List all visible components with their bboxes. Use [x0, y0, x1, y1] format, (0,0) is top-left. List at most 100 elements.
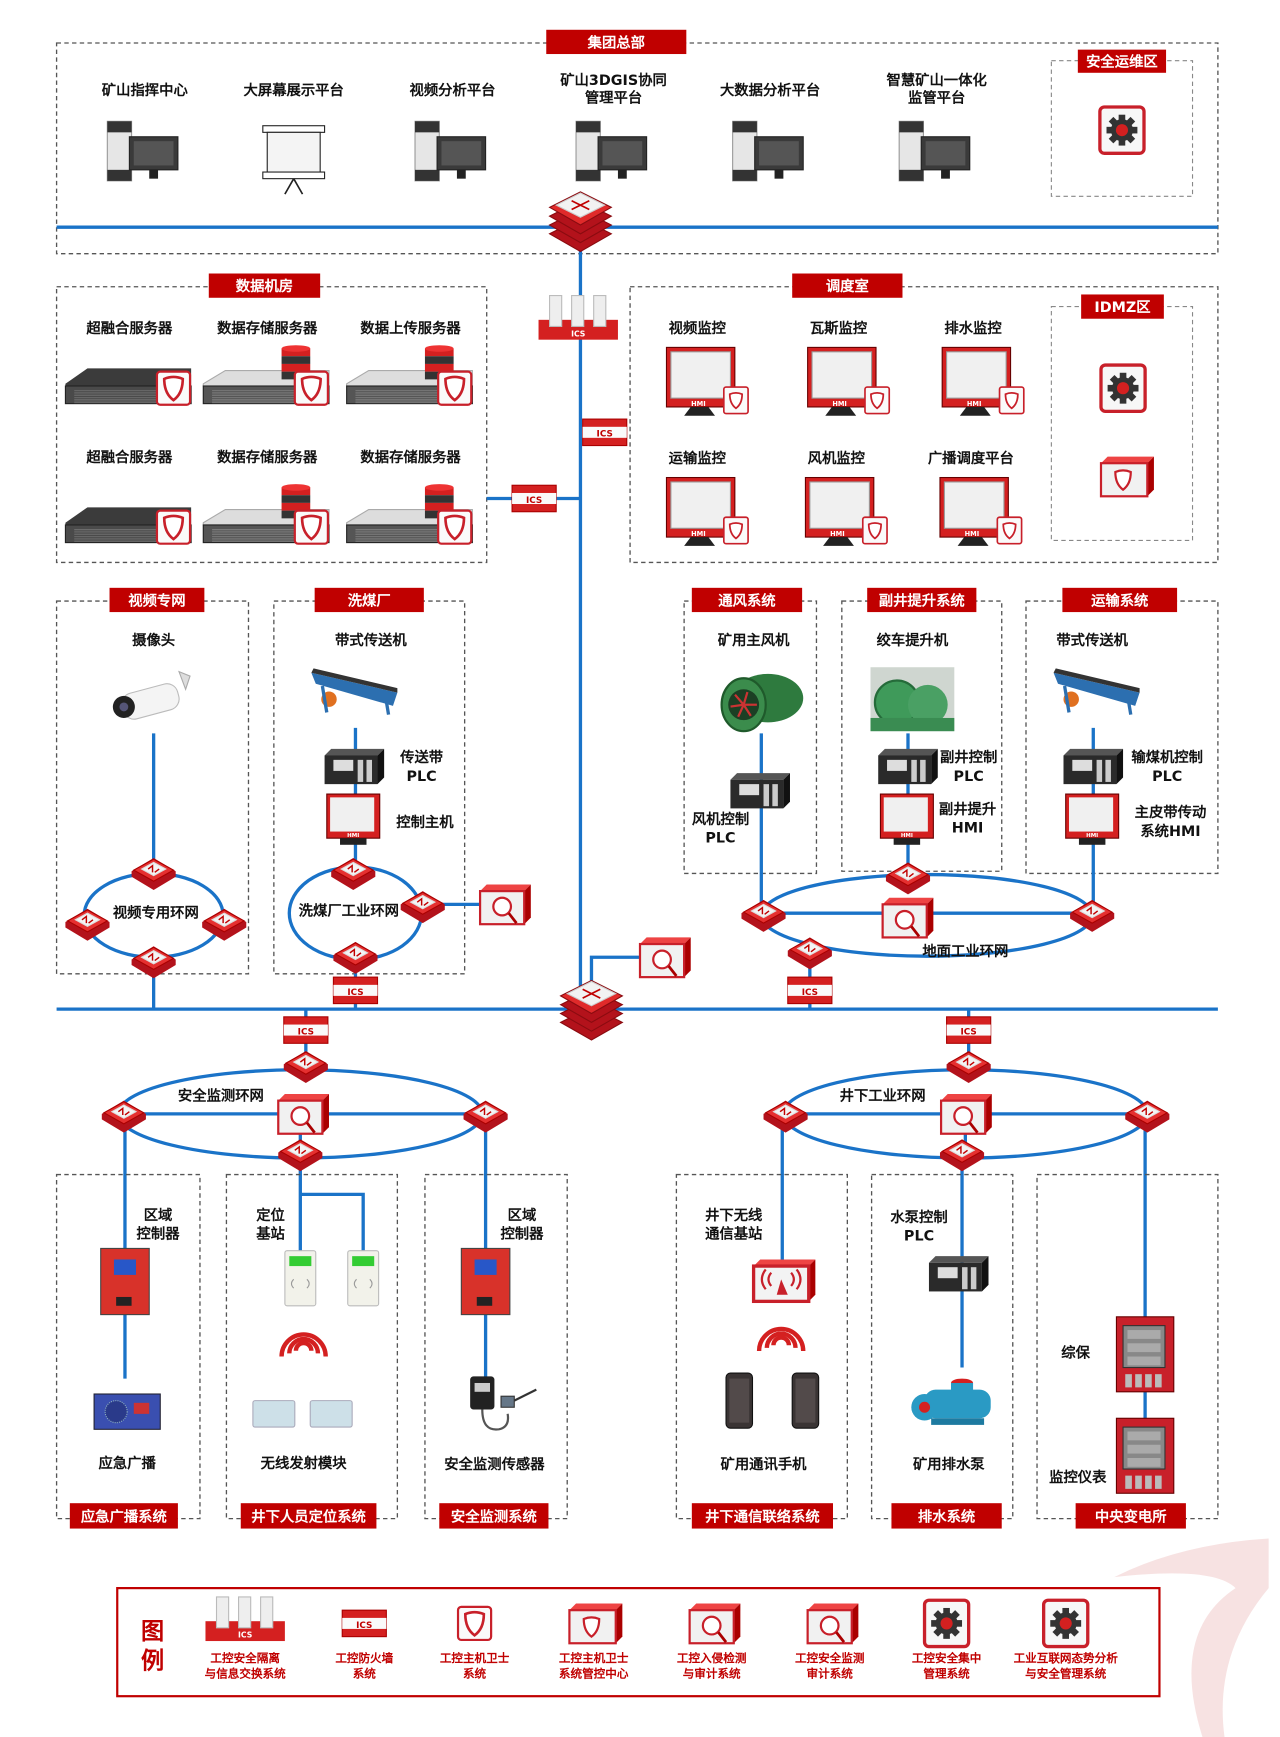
hmi-monitor-icon: HMI: [807, 346, 891, 416]
situation-awareness-icon: [1098, 105, 1146, 155]
control-host-icon: HMI: [326, 793, 381, 845]
legend-label: 与审计系统: [683, 1666, 741, 1680]
hmi-label: HMI: [952, 821, 984, 837]
intrusion-detection-icon: [688, 1603, 741, 1645]
ics-badge: ICS: [961, 1027, 977, 1037]
data-room-tab-text: 数据机房: [236, 277, 293, 295]
monitor-label: 运输监控: [669, 449, 727, 467]
ics-badge: ICS: [802, 988, 818, 998]
mine-phone-icon: [725, 1372, 754, 1429]
broadcast-tab: 应急广播系统: [69, 1503, 178, 1529]
hmi-monitor-icon: HMI: [939, 476, 1023, 546]
plc-label: PLC: [705, 831, 735, 847]
plc-icon: [730, 773, 790, 809]
area-controller-icon: [100, 1247, 150, 1316]
network-link: [300, 1192, 365, 1252]
legend: [116, 1587, 1161, 1698]
legend-label: 工控防火墙: [335, 1651, 393, 1665]
monitor-label: 广播调度平台: [928, 449, 1014, 467]
wireless-signal-icon: [756, 1326, 806, 1352]
wireless-signal-icon: [279, 1332, 328, 1357]
ring-switch-icon: [787, 937, 832, 970]
monitor-label: 排水监控: [944, 319, 1002, 337]
firewall-icon: ICS: [332, 976, 379, 1005]
hmi-monitor-icon: HMI: [665, 346, 749, 416]
hmi-badge: HMI: [1086, 833, 1098, 839]
coal-washing-tab-text: 洗煤厂: [348, 591, 391, 609]
firewall-icon: ICS: [283, 1016, 329, 1044]
server-label: 数据存储服务器: [217, 448, 318, 466]
mine-phone-icon: [791, 1372, 820, 1429]
hmi-monitor-icon: HMI: [665, 476, 749, 546]
ring-switch-icon: [131, 858, 176, 891]
ics-badge: ICS: [347, 988, 363, 998]
hq-item-label: 监管平台: [908, 89, 965, 107]
ring-switch-icon: [939, 1139, 985, 1172]
plc-label: PLC: [407, 769, 437, 785]
hmi-badge: HMI: [832, 400, 847, 408]
idmz-tab: IDMZ区: [1081, 294, 1164, 319]
hmi-monitor-icon: HMI: [804, 476, 888, 546]
hyperconverged-server-icon: [64, 507, 192, 545]
plc-label: 副井控制: [940, 748, 997, 766]
area-controller-icon: [460, 1247, 511, 1316]
hq-item-label: 管理平台: [585, 89, 642, 107]
pump-label: 矿用排水泵: [913, 1455, 985, 1473]
wireless-base-station-icon: [751, 1259, 816, 1304]
module-label: 无线发射模块: [260, 1454, 348, 1472]
positioning-reader-icon: [347, 1250, 380, 1307]
ring-switch-icon: [283, 1051, 328, 1084]
ics-badge: ICS: [356, 1621, 372, 1631]
host-label: 控制主机: [396, 813, 454, 831]
ics-badge: ICS: [238, 1631, 252, 1640]
hq-item-label: 矿山指挥中心: [102, 81, 189, 99]
ics-badge: ICS: [597, 430, 613, 440]
workstation-icon: [106, 120, 179, 182]
positioning-tab-text: 井下人员定位系统: [251, 1507, 366, 1525]
hmi-badge: HMI: [965, 530, 980, 538]
hmi-icon: HMI: [879, 793, 934, 845]
legend-label: 工控安全隔离: [210, 1651, 280, 1665]
intrusion-detection-icon: [638, 937, 691, 979]
ics-badge: ICS: [571, 329, 585, 338]
legend-label: 审计系统: [807, 1666, 854, 1680]
core-switch-icon: [548, 191, 613, 253]
host-guard-center-icon: [568, 1603, 623, 1645]
firewall-icon: ICS: [787, 976, 833, 1005]
legend-label: 系统管控中心: [559, 1666, 629, 1680]
isolation-gateway-icon: ICS: [538, 295, 618, 340]
decorative-swoosh: [1114, 1538, 1269, 1737]
safety-monitor-tab-text: 安全监测系统: [451, 1507, 538, 1525]
intrusion-detection-icon: [277, 1094, 329, 1135]
intrusion-detection-icon: [478, 884, 531, 926]
aux-shaft-tab: 副井提升系统: [867, 587, 977, 613]
server-label: 数据存储服务器: [360, 448, 461, 466]
broadcast-label: 应急广播: [99, 1454, 157, 1472]
hmi-label: 主皮带传动: [1135, 803, 1207, 821]
hq-item-label: 大数据分析平台: [720, 81, 820, 99]
ring-switch-icon: [278, 1139, 323, 1172]
phone-label: 矿用通讯手机: [721, 1455, 808, 1473]
hmi-label: 系统HMI: [1140, 822, 1200, 840]
legend-title: 例: [141, 1649, 164, 1675]
comm-tab: 井下通信联络系统: [691, 1503, 833, 1529]
camera-icon: [112, 670, 191, 720]
workstation-icon: [732, 120, 804, 182]
video-net-tab: 视频专网: [109, 587, 205, 613]
plc-label: 水泵控制: [890, 1208, 947, 1226]
firewall-icon: ICS: [582, 418, 628, 447]
legend-label: 系统: [353, 1666, 377, 1680]
mine-fan-icon: [720, 673, 804, 733]
video-net-tab-text: 视频专网: [128, 591, 185, 609]
workstation-icon: [575, 120, 648, 182]
hq-title-tab: 集团总部: [546, 29, 687, 55]
fan-label: 矿用主风机: [718, 631, 790, 649]
isolation-gateway-icon: ICS: [205, 1596, 285, 1642]
storage-server-icon: [202, 345, 330, 406]
idmz-tab-text: IDMZ区: [1094, 299, 1150, 316]
controller-label: 控制器: [500, 1225, 544, 1243]
legend-label: 工控安全集中: [912, 1651, 981, 1665]
server-label: 超融合服务器: [85, 448, 173, 466]
sensor-label: 安全监测传感器: [444, 1455, 545, 1473]
hmi-badge: HMI: [830, 530, 845, 538]
